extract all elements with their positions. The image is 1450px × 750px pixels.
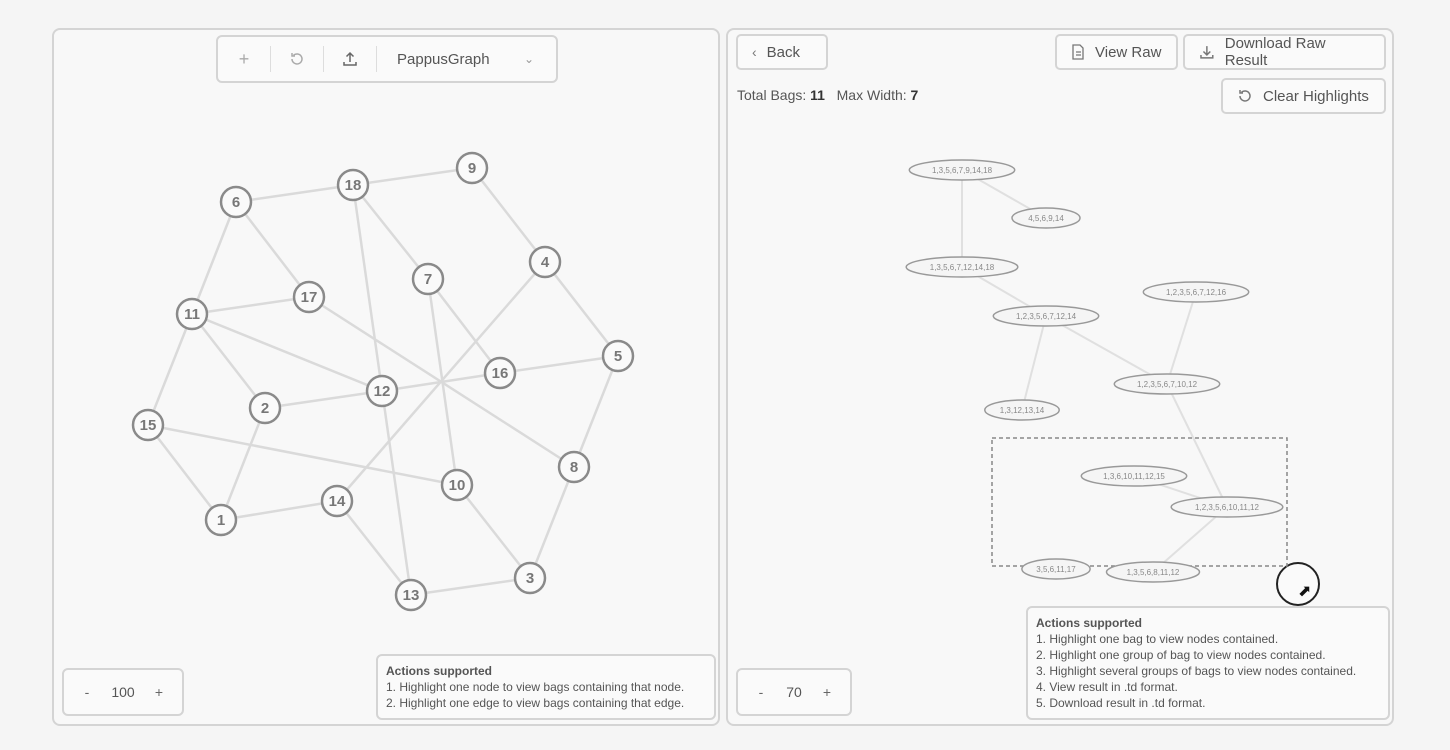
cursor-highlight-ring: [1276, 562, 1320, 606]
zoom-level: 100: [111, 684, 135, 700]
actions-item: 4. View result in .td format.: [1036, 680, 1178, 694]
back-button[interactable]: ‹ Back: [736, 34, 828, 70]
graph-actions-help: Actions supported 1. Highlight one node …: [376, 654, 716, 720]
actions-item: 5. Download result in .td format.: [1036, 696, 1206, 710]
zoom-out-button[interactable]: -: [758, 684, 764, 700]
graph-panel: + PappusGraph ⌄ - 100 + Actions supporte…: [52, 28, 720, 726]
actions-item: 1. Highlight one node to view bags conta…: [386, 680, 685, 694]
max-width-label: Max Width:: [836, 87, 907, 103]
zoom-in-button[interactable]: +: [822, 684, 832, 700]
file-text-icon: [1072, 44, 1084, 60]
tree-stats: Total Bags: 11 Max Width: 7: [737, 87, 918, 103]
total-bags-value: 11: [810, 87, 825, 103]
clear-highlights-button[interactable]: Clear Highlights: [1221, 78, 1386, 114]
tree-decomposition-panel: ‹ Back View Raw Download Raw Result Clea…: [726, 28, 1394, 726]
plus-icon: +: [238, 48, 250, 69]
tree-zoom-control: - 70 +: [736, 668, 852, 716]
rotate-ccw-icon: [1239, 90, 1251, 102]
view-raw-label: View Raw: [1095, 43, 1162, 61]
chevron-down-icon: ⌄: [523, 52, 534, 66]
zoom-in-button[interactable]: +: [154, 684, 164, 700]
view-raw-button[interactable]: View Raw: [1055, 34, 1178, 70]
rotate-ccw-icon: [291, 53, 303, 65]
toolbar-divider: [270, 46, 271, 72]
chevron-left-icon: ‹: [752, 44, 757, 60]
back-label: Back: [766, 43, 801, 61]
total-bags-label: Total Bags:: [737, 87, 807, 103]
upload-button[interactable]: [324, 37, 376, 81]
graph-select[interactable]: PappusGraph ⌄: [377, 51, 556, 68]
zoom-level: 70: [786, 684, 802, 700]
actions-item: 2. Highlight one group of bag to view no…: [1036, 648, 1326, 662]
toolbar-divider: [323, 46, 324, 72]
toolbar-divider: [376, 46, 377, 72]
actions-title: Actions supported: [386, 664, 493, 678]
graph-toolbar: + PappusGraph ⌄: [216, 35, 558, 83]
graph-zoom-control: - 100 +: [62, 668, 184, 716]
zoom-out-button[interactable]: -: [84, 684, 90, 700]
upload-icon: [343, 51, 357, 66]
clear-highlights-label: Clear Highlights: [1263, 87, 1369, 105]
reset-button[interactable]: [271, 37, 323, 81]
actions-item: 3. Highlight several groups of bags to v…: [1036, 664, 1357, 678]
max-width-value: 7: [910, 87, 919, 103]
actions-item: 2. Highlight one edge to view bags conta…: [386, 696, 685, 710]
add-button[interactable]: +: [218, 37, 270, 81]
tree-actions-help: Actions supported 1. Highlight one bag t…: [1026, 606, 1390, 720]
actions-title: Actions supported: [1036, 616, 1143, 630]
graph-select-value: PappusGraph: [397, 50, 490, 68]
mouse-pointer-icon: ⬈: [1298, 583, 1312, 600]
download-raw-result-button[interactable]: Download Raw Result: [1183, 34, 1386, 70]
download-label: Download Raw Result: [1224, 35, 1326, 69]
download-icon: [1200, 46, 1214, 59]
actions-item: 1. Highlight one bag to view nodes conta…: [1036, 632, 1279, 646]
